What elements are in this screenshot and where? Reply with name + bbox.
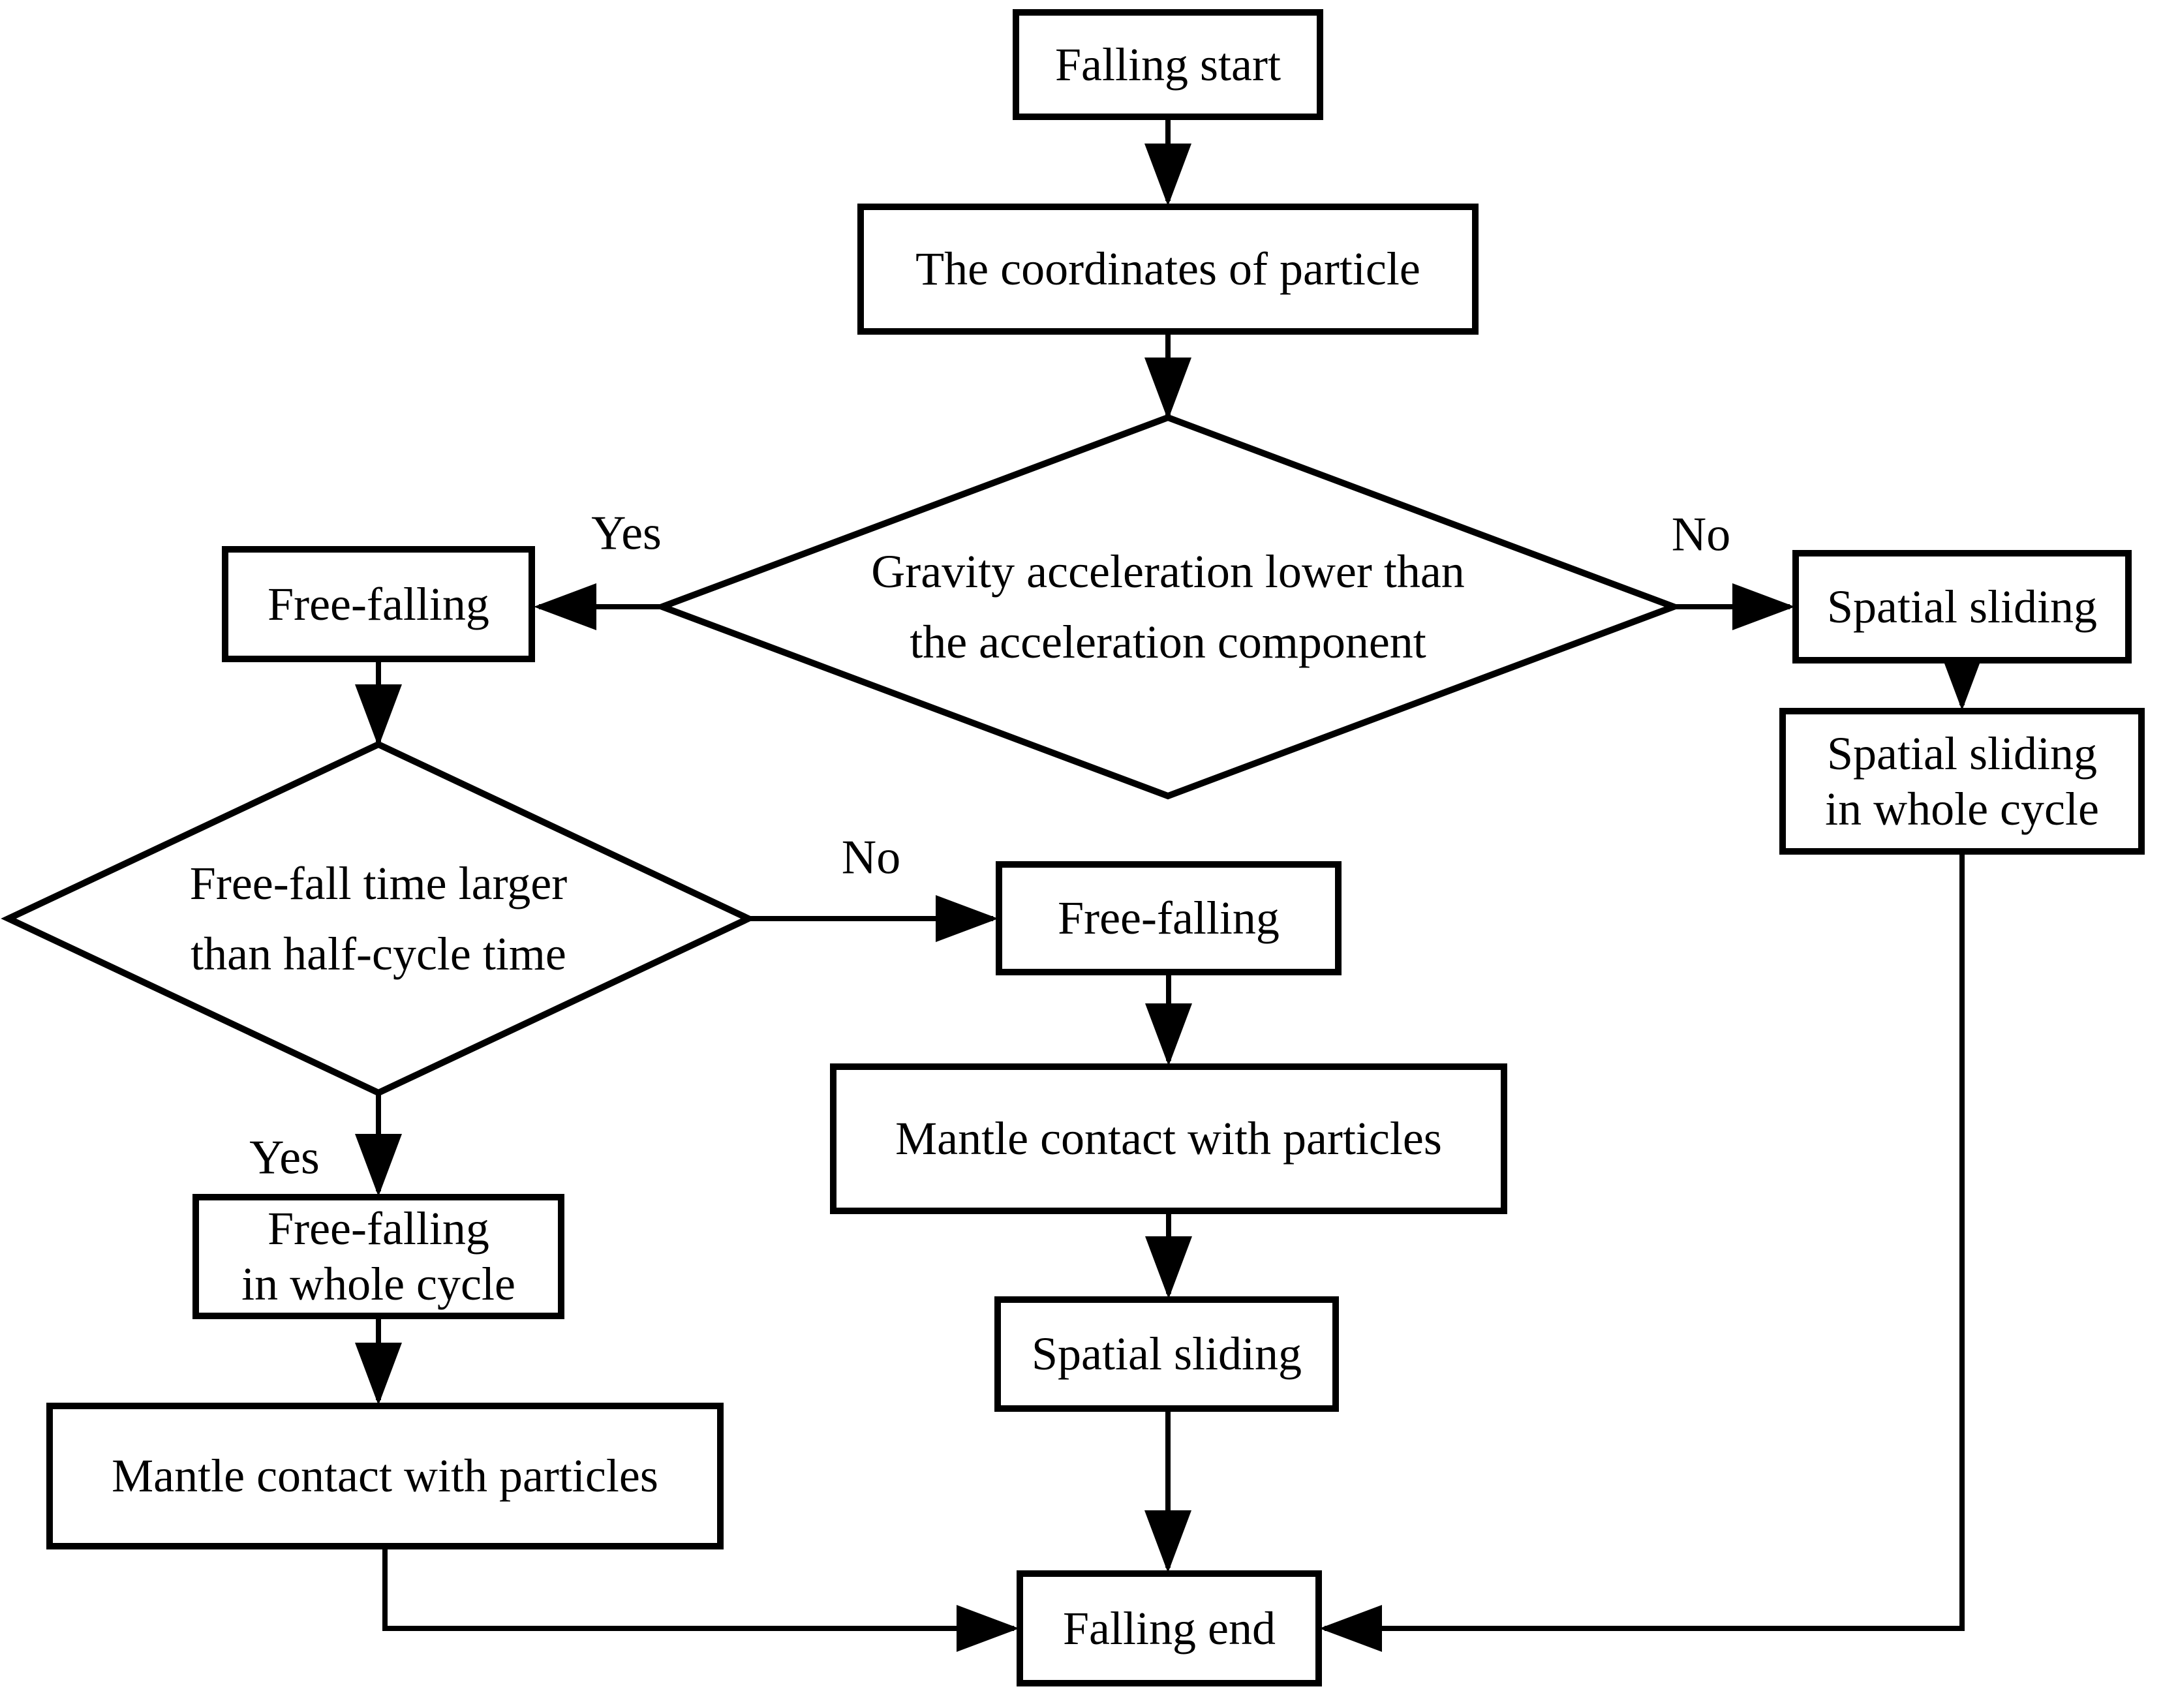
node-label: Spatial sliding (1827, 727, 2097, 780)
node-label: Mantle contact with particles (112, 1450, 658, 1502)
node-spatial-sliding-whole-cycle: Spatial sliding in whole cycle (1779, 708, 2145, 855)
node-label: Spatial sliding (1032, 1328, 1302, 1380)
node-label: in whole cycle (1825, 782, 2099, 835)
node-falling-start: Falling start (1013, 9, 1323, 120)
node-label: Free-falling (1058, 892, 1280, 945)
node-mantle-contact-mid: Mantle contact with particles (830, 1063, 1507, 1214)
node-spatial-sliding-right: Spatial sliding (1792, 550, 2132, 663)
node-mantle-contact-left: Mantle contact with particles (46, 1403, 724, 1549)
decision-line: than half-cycle time (191, 928, 566, 980)
decision-gravity-shape (652, 414, 1683, 800)
node-free-falling-whole-cycle: Free-falling in whole cycle (192, 1194, 564, 1319)
connector-mantle-left-to-falling-end (382, 1549, 1019, 1652)
edge-label-no-freefall-time: No (841, 831, 901, 885)
decision-line: Free-fall time larger (189, 857, 568, 909)
node-free-falling-mid: Free-falling (996, 861, 1342, 975)
node-free-falling-left: Free-falling (222, 546, 535, 662)
node-spatial-sliding-mid: Spatial sliding (994, 1296, 1339, 1412)
decision-freefall-time-text: Free-fall time larger than half-cycle ti… (124, 848, 633, 989)
node-label: Falling start (1055, 38, 1281, 91)
connector-spatial-sliding-whole-to-falling-end (1319, 855, 1965, 1652)
node-label: Mantle contact with particles (895, 1112, 1442, 1165)
node-label: Falling end (1063, 1602, 1276, 1655)
node-label: Spatial sliding (1827, 580, 2097, 633)
node-label: Free-falling (268, 1202, 489, 1255)
edge-label-yes-gravity: Yes (591, 506, 662, 560)
decision-line: the acceleration component (910, 616, 1426, 668)
node-label: in whole cycle (241, 1258, 515, 1310)
node-label: The coordinates of particle (915, 243, 1420, 296)
edge-label-yes-freefall-time: Yes (249, 1131, 320, 1185)
edge-label-no-gravity: No (1671, 508, 1731, 562)
node-label: Free-falling (268, 577, 489, 630)
decision-line: Gravity acceleration lower than (871, 545, 1465, 598)
node-falling-end: Falling end (1017, 1570, 1322, 1686)
decision-gravity-text: Gravity acceleration lower than the acce… (770, 536, 1566, 677)
node-coordinates-of-particle: The coordinates of particle (857, 204, 1479, 335)
